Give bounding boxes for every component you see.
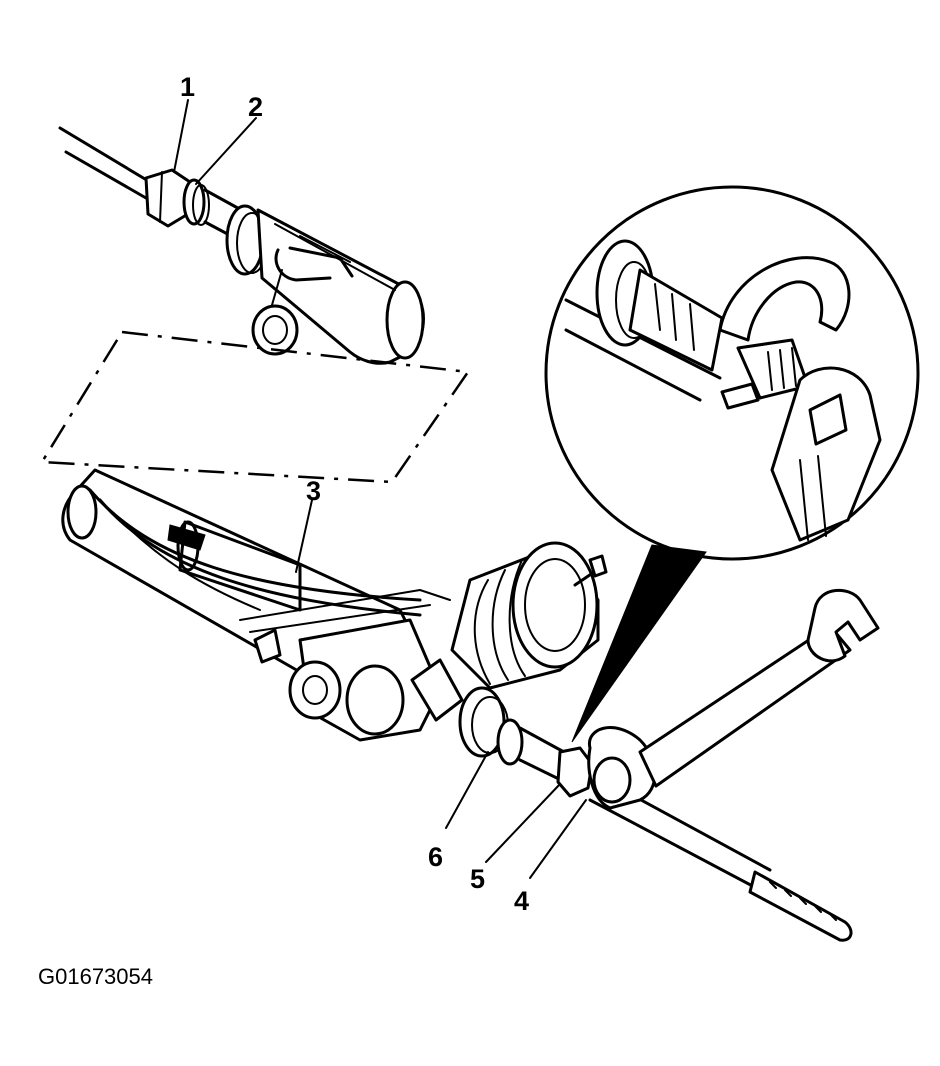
callout-3: 3	[306, 476, 321, 506]
callout-4: 4	[514, 886, 529, 916]
figure-id: G01673054	[38, 964, 153, 989]
leader-lines	[173, 99, 587, 879]
callout-2: 2	[248, 92, 263, 122]
steering-gear-assembly	[61, 468, 853, 942]
callout-1: 1	[180, 72, 195, 102]
open-end-wrench	[587, 588, 880, 810]
magnified-inset	[544, 185, 920, 743]
callout-5: 5	[470, 864, 485, 894]
callout-6: 6	[428, 842, 443, 872]
upper-tie-rod-detail	[58, 126, 425, 365]
